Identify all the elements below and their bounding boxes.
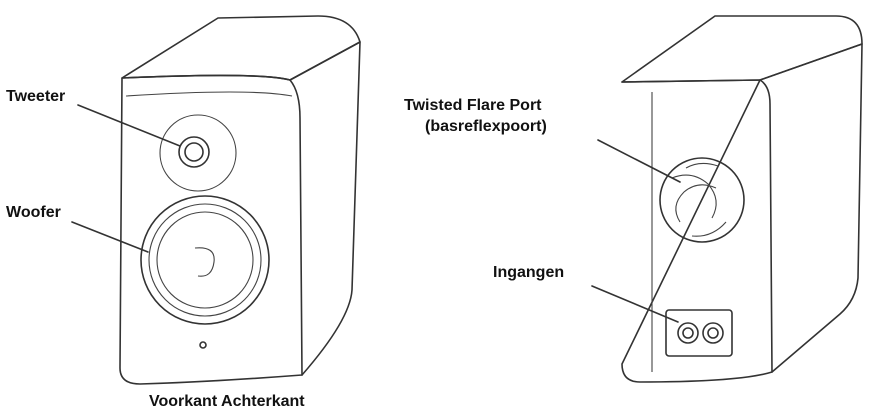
inputs-leader-line — [591, 285, 679, 323]
woofer-cone — [156, 211, 254, 309]
woofer-dustcap — [194, 247, 215, 277]
caption: Voorkant Achterkant — [149, 393, 305, 410]
input-terminal-right-inner — [707, 327, 719, 339]
tweeter-leader-line — [77, 104, 181, 147]
tweeter-label: Tweeter — [6, 88, 66, 105]
inputs-label: Ingangen — [493, 264, 565, 281]
rear-speaker-top — [621, 15, 863, 83]
woofer-surround — [148, 203, 262, 317]
port-twist-4 — [685, 162, 719, 169]
input-terminal-left-inner — [682, 327, 694, 339]
front-speaker-front-face — [119, 74, 303, 385]
front-speaker-bevel — [125, 91, 293, 97]
front-speaker-side-face — [289, 41, 361, 376]
input-terminal-plate — [665, 309, 733, 357]
rear-speaker — [621, 15, 863, 383]
woofer-leader-line — [71, 221, 149, 253]
front-logo-dot — [199, 341, 207, 349]
front-speaker-top — [121, 15, 361, 81]
tweeter-dome-outer — [178, 136, 210, 168]
woofer-label: Woofer — [6, 204, 61, 221]
input-terminal-left — [677, 322, 699, 344]
rear-speaker-back-face — [621, 43, 863, 383]
port-label-line1: Twisted Flare Port — [404, 97, 542, 114]
tweeter-dome-inner — [184, 142, 204, 162]
front-speaker — [119, 15, 361, 385]
port-twist-2 — [675, 184, 717, 223]
port-leader-line — [597, 139, 681, 183]
port-opening — [659, 157, 745, 243]
input-terminal-right — [702, 322, 724, 344]
port-twist-3 — [691, 221, 727, 237]
port-twist-1 — [671, 174, 717, 219]
tweeter-ring — [159, 114, 237, 192]
port-label-line2: (basreflexpoort) — [425, 118, 547, 135]
rear-speaker-left-face — [621, 79, 773, 373]
woofer-outer-ring — [140, 195, 270, 325]
